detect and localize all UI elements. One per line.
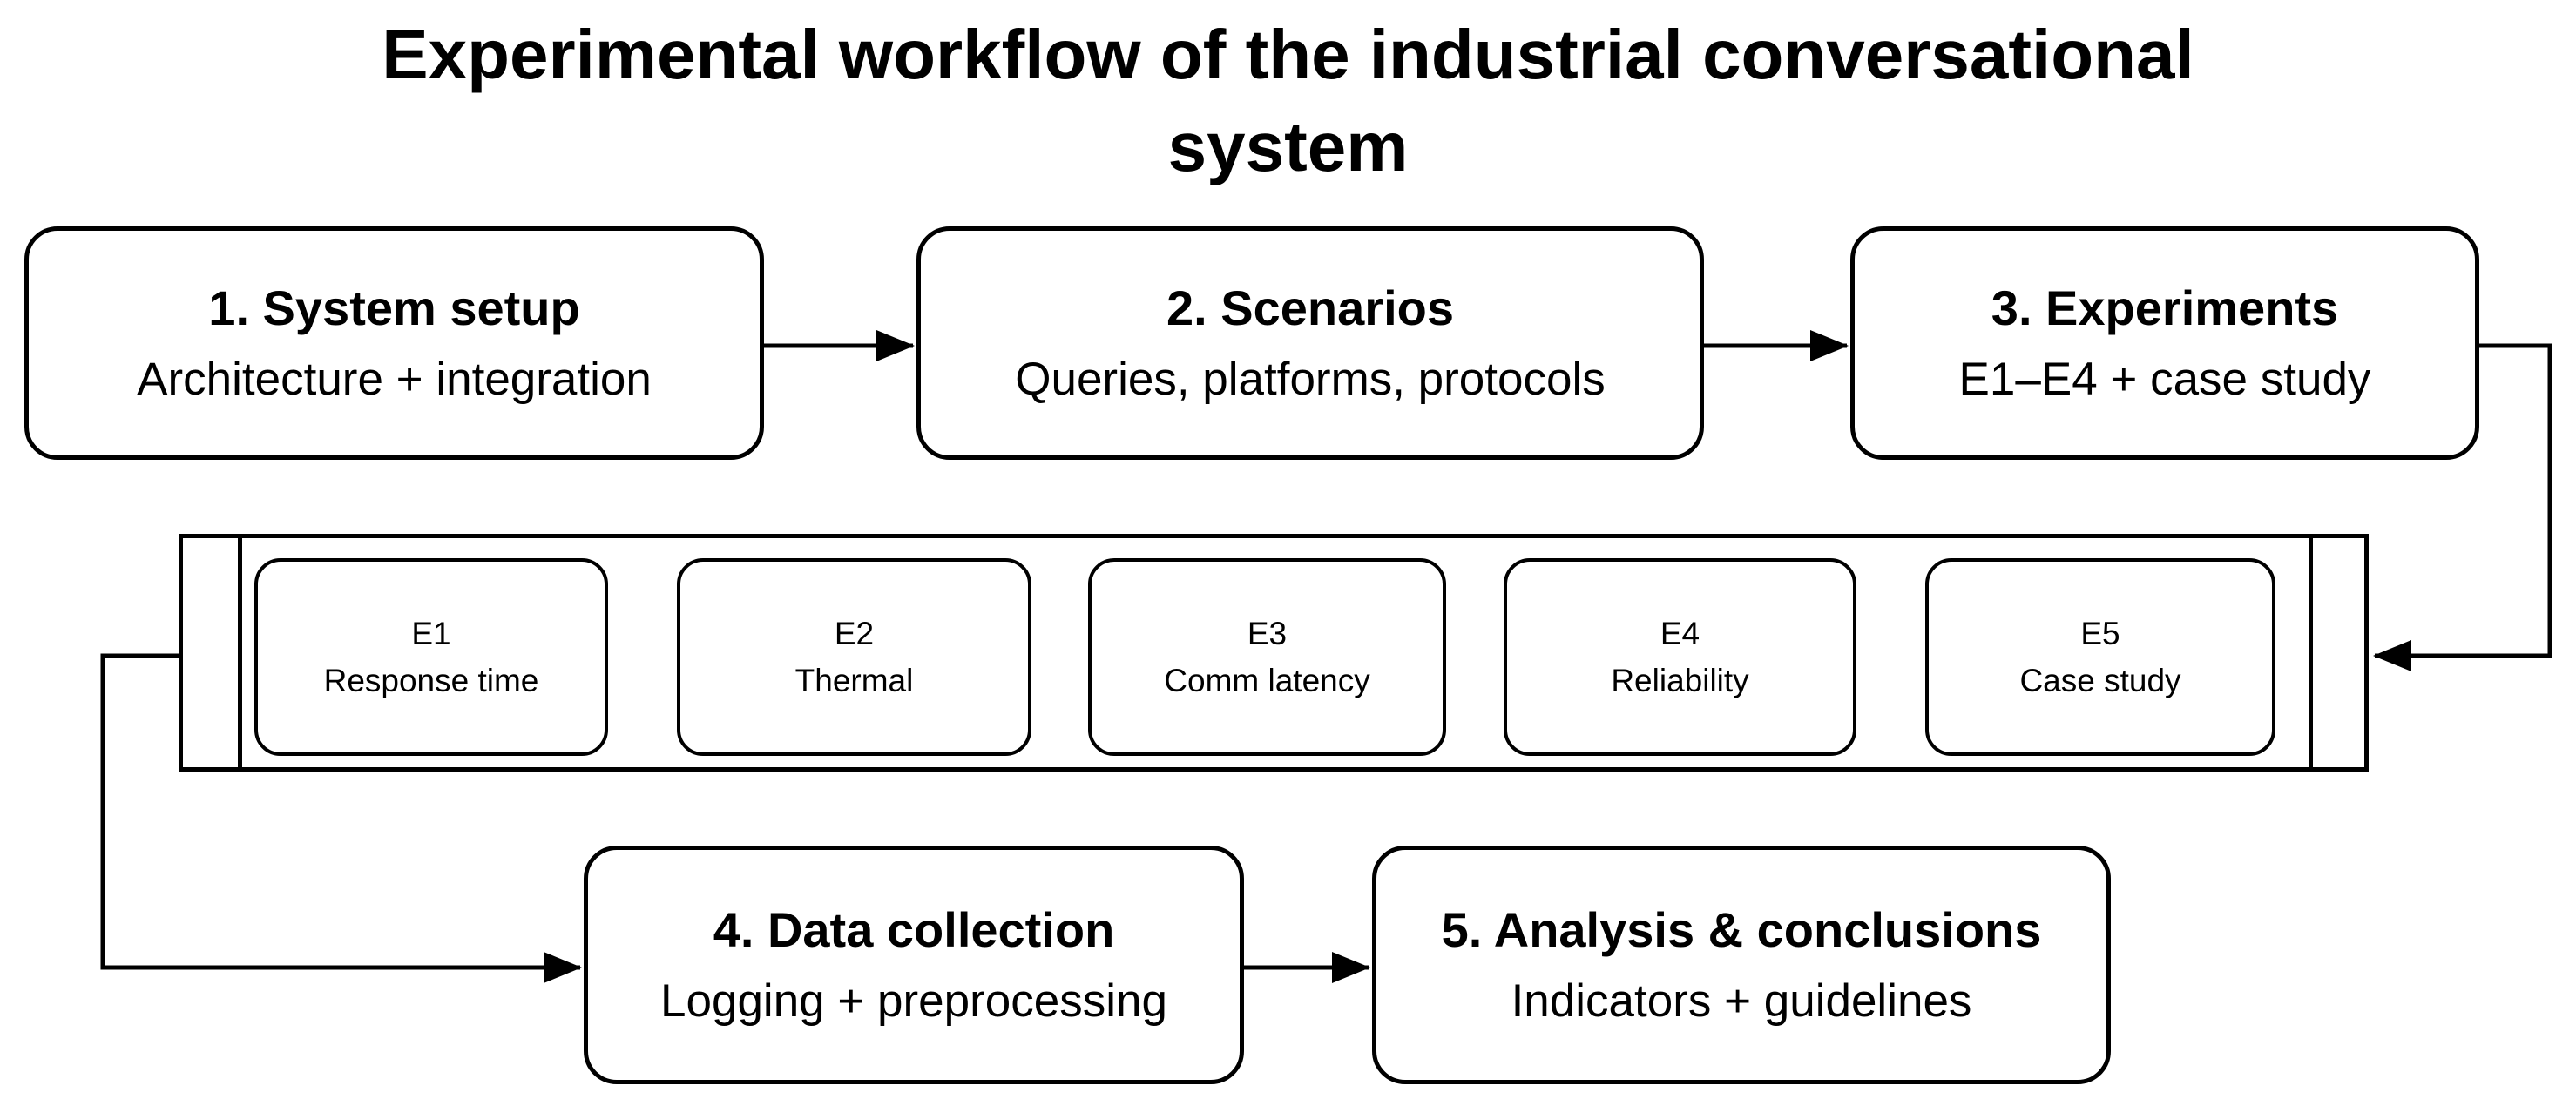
- experiment-node-e1: E1 Response time: [254, 558, 608, 756]
- step-subtitle: Queries, platforms, protocols: [1015, 354, 1606, 405]
- step-subtitle: Indicators + guidelines: [1511, 975, 1972, 1027]
- container-inner-line-left: [238, 538, 242, 767]
- experiment-id: E2: [834, 615, 875, 651]
- experiment-id: E4: [1660, 615, 1700, 651]
- diagram-title: Experimental workflow of the industrial …: [0, 9, 2576, 193]
- step-title: 3. Experiments: [1991, 280, 2339, 335]
- experiment-label: Comm latency: [1164, 662, 1370, 698]
- step-node-data-collection: 4. Data collection Logging + preprocessi…: [584, 846, 1244, 1084]
- experiment-node-e4: E4 Reliability: [1504, 558, 1856, 756]
- step-node-analysis-conclusions: 5. Analysis & conclusions Indicators + g…: [1372, 846, 2111, 1084]
- diagram-title-line1: Experimental workflow of the industrial …: [382, 16, 2194, 93]
- diagram-title-line2: system: [1167, 108, 1409, 185]
- step-title: 5. Analysis & conclusions: [1441, 902, 2042, 957]
- experiment-id: E1: [411, 615, 451, 651]
- step-title: 2. Scenarios: [1166, 280, 1454, 335]
- step-node-system-setup: 1. System setup Architecture + integrati…: [24, 226, 764, 460]
- experiment-node-e2: E2 Thermal: [677, 558, 1031, 756]
- experiment-label: Reliability: [1611, 662, 1749, 698]
- step-subtitle: Logging + preprocessing: [660, 975, 1167, 1027]
- step-subtitle: Architecture + integration: [137, 354, 652, 405]
- step-title: 4. Data collection: [713, 902, 1115, 957]
- step-subtitle: E1–E4 + case study: [1958, 354, 2371, 405]
- experiment-node-e5: E5 Case study: [1925, 558, 2275, 756]
- experiment-id: E3: [1247, 615, 1288, 651]
- experiment-node-e3: E3 Comm latency: [1088, 558, 1446, 756]
- experiments-container: E1 Response time E2 Thermal E3 Comm late…: [179, 534, 2369, 772]
- experiment-id: E5: [2080, 615, 2120, 651]
- step-node-experiments: 3. Experiments E1–E4 + case study: [1850, 226, 2479, 460]
- experiment-label: Response time: [323, 662, 539, 698]
- container-inner-line-right: [2309, 538, 2313, 767]
- connector-experiments-to-step4: [100, 653, 582, 983]
- step-node-scenarios: 2. Scenarios Queries, platforms, protoco…: [916, 226, 1704, 460]
- experiment-label: Thermal: [794, 662, 914, 698]
- step-title: 1. System setup: [208, 280, 580, 335]
- experiment-label: Case study: [2019, 662, 2181, 698]
- connector-step3-to-experiments: [2373, 343, 2552, 671]
